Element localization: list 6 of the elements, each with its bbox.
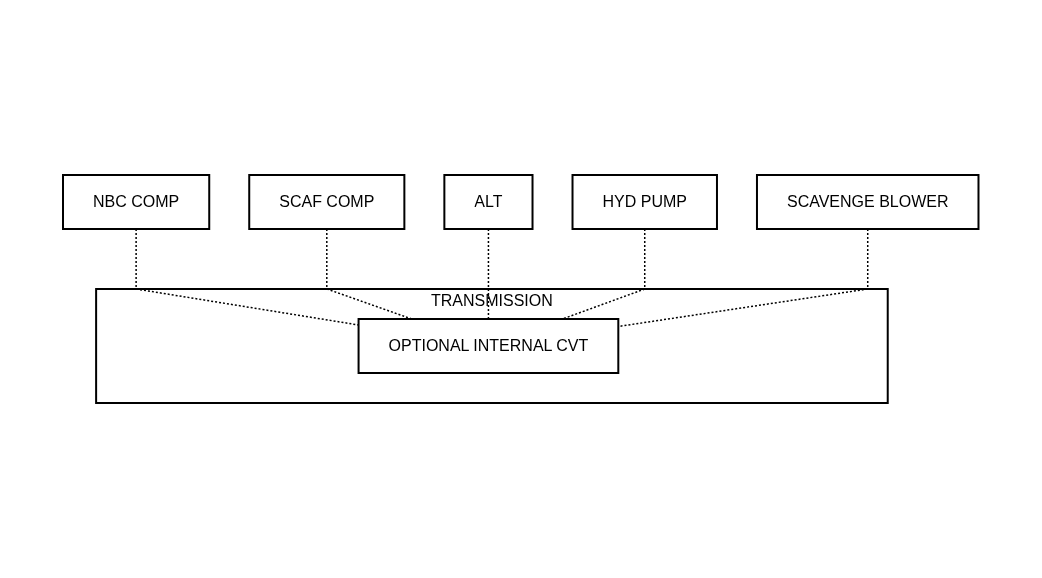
node-box: OPTIONAL INTERNAL CVT [357,318,620,374]
node-box: ALT [443,174,534,230]
node-box: SCAVENGE BLOWER [756,174,980,230]
node-box: HYD PUMP [571,174,719,230]
node-box: NBC COMP [62,174,211,230]
node-box: SCAF COMP [248,174,406,230]
